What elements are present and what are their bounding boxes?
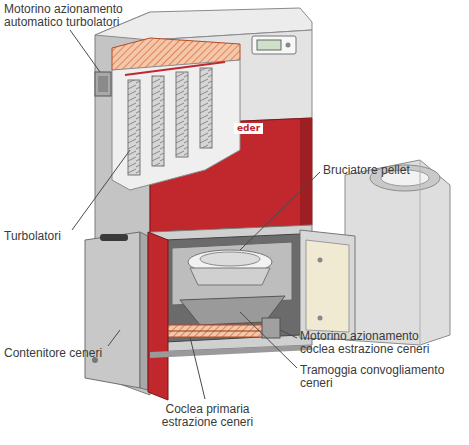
part-label: Coclea primaria estrazione ceneri [150,403,265,429]
ash-container [85,232,148,390]
open-door-left [148,232,168,400]
combustion-chamber [150,234,300,342]
pellet-hopper [345,160,450,345]
brand-logo: eder [234,123,263,134]
turbulator-cutaway [95,38,240,190]
part-label: Tramoggia convogliamento ceneri [300,364,460,390]
part-label: Contenitore ceneri [4,347,134,360]
part-label: Motorino azionamento automatico turbolat… [4,3,139,29]
part-label: Bruciatore pellet [323,164,453,177]
leader-lines [70,30,320,399]
open-door-right [300,230,355,340]
part-label: Turbolatori [4,230,124,243]
part-label: Motorino azionamento coclea estrazione c… [300,330,450,356]
